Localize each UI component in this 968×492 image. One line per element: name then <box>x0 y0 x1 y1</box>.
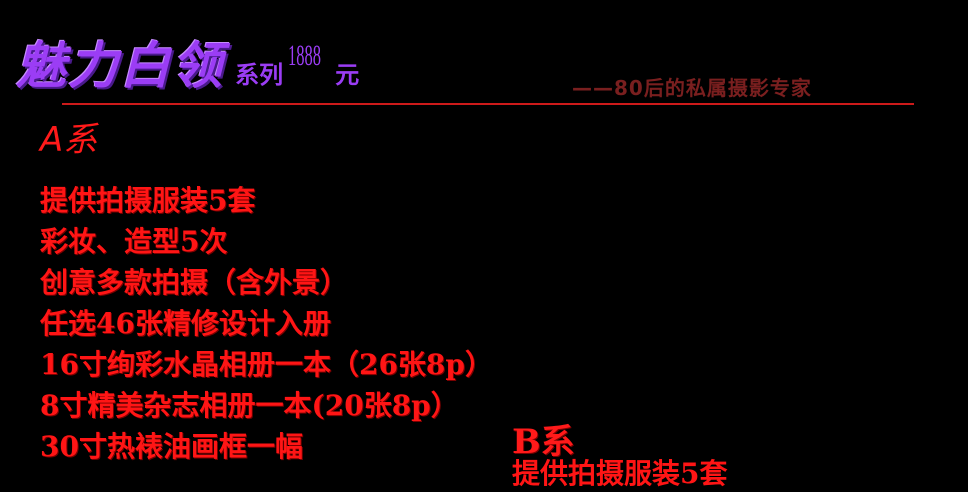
list-item: 30寸热裱油画框一幅 <box>40 430 303 463</box>
package-title: 魅力白领 系列 1888 元 <box>16 26 359 98</box>
divider-line <box>62 103 914 105</box>
list-item: 创意多款拍摄（含外景） <box>40 266 349 299</box>
title-price: 1888 <box>288 39 322 72</box>
series-a-item-list: 提供拍摄服装5套 彩妆、造型5次 创意多款拍摄（含外景） 任选46张精修设计入册… <box>40 180 493 467</box>
list-item: 任选46张精修设计入册 <box>40 307 331 340</box>
list-item: 提供拍摄服装5套 <box>40 184 256 217</box>
series-a-heading: A系 <box>40 120 98 160</box>
list-item: 8寸精美杂志相册一本(20张8p） <box>40 389 459 422</box>
title-main: 魅力白领 <box>16 37 224 95</box>
list-item: 彩妆、造型5次 <box>40 225 228 258</box>
list-item: 16寸绚彩水晶相册一本（26张8p） <box>40 348 493 381</box>
title-series-word: 系列 <box>235 61 284 89</box>
tagline: ——80后的私属摄影专家 <box>572 76 812 100</box>
title-unit: 元 <box>335 61 360 89</box>
series-b-first-item: 提供拍摄服装5套 <box>512 457 728 490</box>
series-b-heading: B系 <box>512 422 575 462</box>
